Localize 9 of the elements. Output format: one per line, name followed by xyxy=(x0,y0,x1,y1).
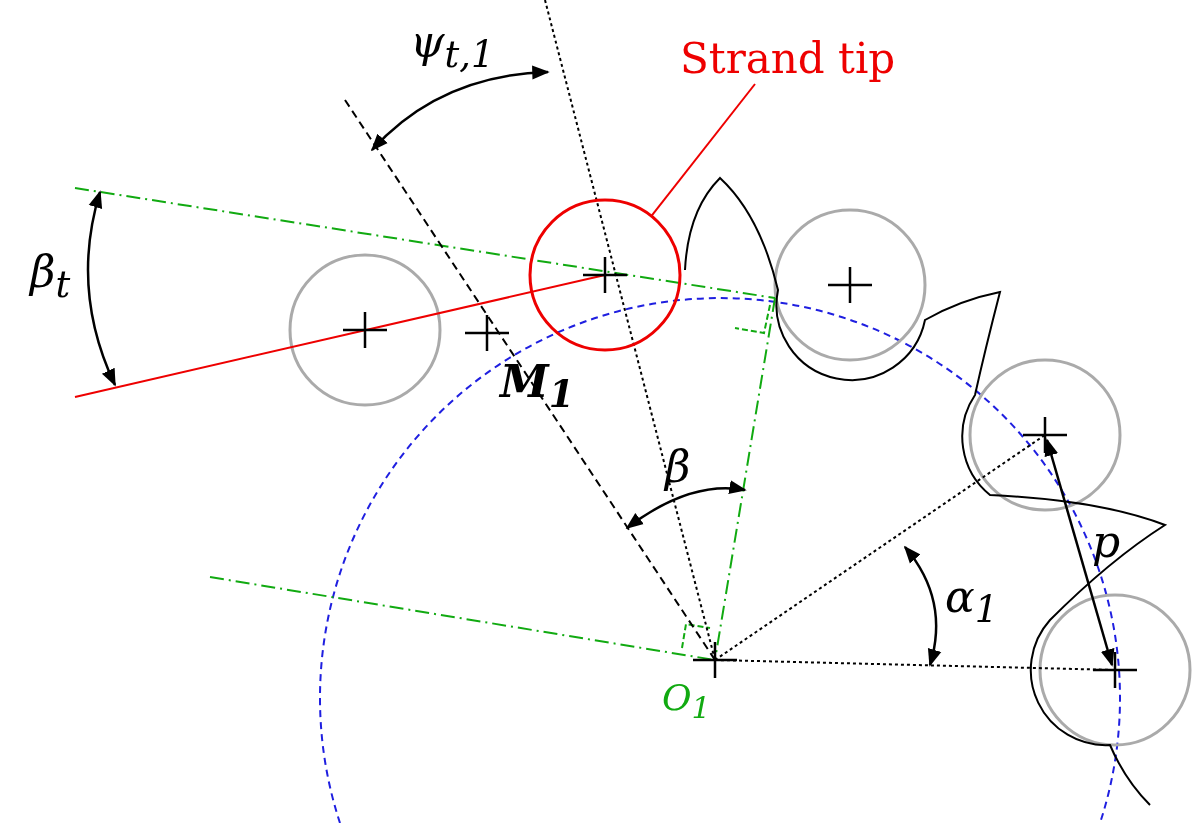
point-label: O$_{1}$ xyxy=(662,680,711,724)
callout-label: Strand tip xyxy=(680,38,896,80)
point-label: M$_{1}$ xyxy=(500,360,575,414)
angle-label: β xyxy=(665,445,691,489)
dimension-label: p xyxy=(1092,520,1121,564)
angle-label: β$_{t}$ xyxy=(30,250,71,304)
angle-label: α$_{1}$ xyxy=(945,575,999,629)
leader-line xyxy=(650,83,756,217)
angle-label: ψ$_{t,1}$ xyxy=(410,20,495,74)
